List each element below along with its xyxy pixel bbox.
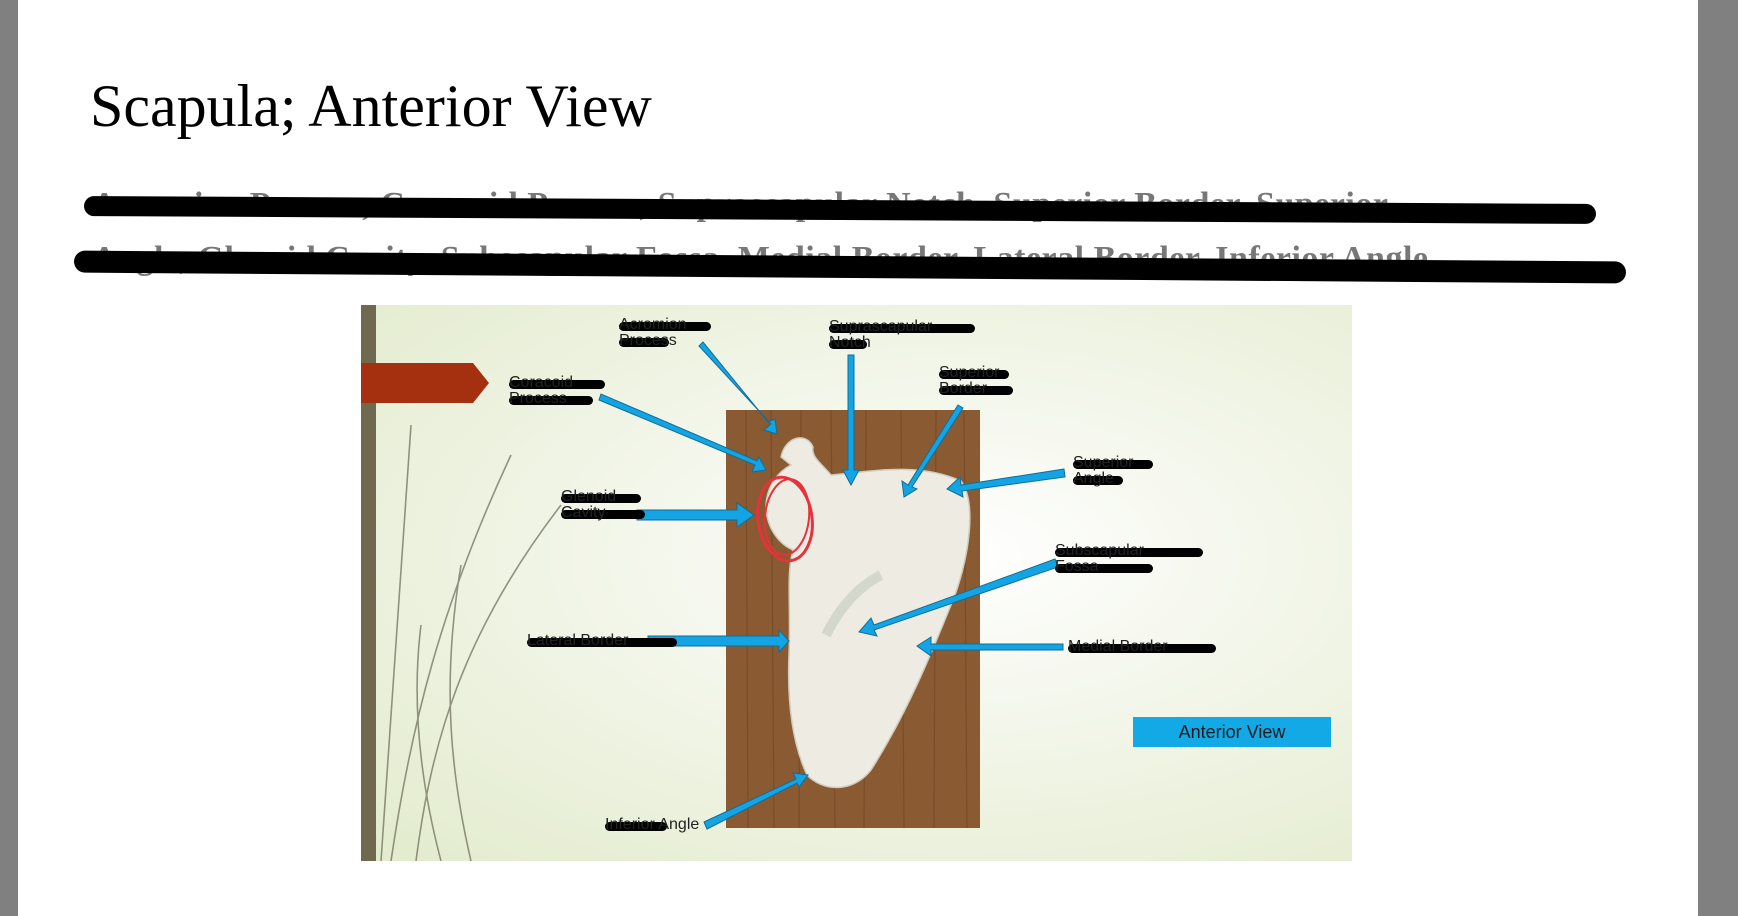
label-suprascapular-line-1: Suprascapular (829, 318, 933, 335)
label-glenoid-line-2: Cavity (561, 504, 606, 521)
bone-shading (821, 570, 884, 638)
arrow-medial-border (916, 636, 1064, 657)
redaction-mark (605, 822, 667, 831)
label-superior-border: Superior Border (939, 363, 1013, 397)
label-acromion-process: Acromion Process (619, 315, 711, 349)
label-glenoid-line-1: Glenoid (561, 488, 617, 505)
page-title: Scapula; Anterior View (90, 73, 652, 139)
label-medial-border-text: Medial Border (1068, 638, 1168, 655)
arrow-superior-angle (946, 468, 1066, 498)
label-acromion-line-2: Process (619, 332, 677, 349)
label-suprascapular-notch: Suprascapular Notch (829, 317, 975, 351)
redaction-mark (939, 386, 1013, 395)
redaction-mark (509, 380, 605, 389)
arrow-suprascapular-notch (842, 354, 860, 487)
scapula-bone (765, 437, 971, 789)
label-superior-border-line-2: Border (939, 380, 988, 397)
label-subscapular-fossa: Subscapular Fossa (1055, 541, 1203, 575)
redaction-mark (1068, 644, 1216, 653)
label-coracoid-process: Coracoid Process (509, 373, 605, 407)
redaction-mark (1073, 476, 1123, 485)
redaction-mark (829, 324, 975, 333)
label-superior-border-line-1: Superior (939, 364, 1000, 381)
label-inferior-angle-text: Inferior Angle (605, 816, 700, 833)
label-inferior-angle: Inferior Angle (605, 815, 700, 833)
arrow-subscapular (858, 558, 1059, 637)
redaction-mark (829, 340, 867, 349)
label-suprascapular-line-2: Notch (829, 334, 871, 351)
redaction-mark (509, 396, 593, 405)
label-subscapular-line-1: Subscapular (1055, 542, 1144, 559)
label-lateral-border-text: Lateral Border (527, 632, 629, 649)
accent-tab (361, 363, 489, 403)
arrow-coracoid (598, 393, 767, 473)
arrow-acromion (698, 341, 778, 435)
arrow-inferior-angle (703, 772, 809, 830)
label-superior-angle-line-1: Superior (1073, 454, 1134, 471)
redaction-mark (1055, 548, 1203, 557)
label-subscapular-line-2: Fossa (1055, 558, 1099, 575)
label-superior-angle-line-2: Angle (1073, 470, 1114, 487)
label-medial-border: Medial Border (1068, 637, 1216, 655)
redaction-mark (1055, 564, 1153, 573)
label-acromion-line-1: Acromion (619, 316, 687, 333)
arrow-glenoid (636, 502, 755, 528)
anterior-view-tag: Anterior View (1133, 717, 1331, 747)
redaction-mark (527, 638, 677, 647)
pointer-arrows (598, 341, 1066, 830)
glenoid-highlight-circle (756, 475, 814, 563)
scapula-slide: Acromion Process Suprascapular Notch Sup… (361, 305, 1352, 861)
label-superior-angle: Superior Angle (1073, 453, 1153, 487)
slide-artwork (361, 305, 1066, 861)
redaction-mark (619, 322, 711, 331)
label-lateral-border: Lateral Border (527, 631, 677, 649)
slide-sidebar (361, 305, 376, 861)
document-page: Scapula; Anterior View Acromion Process,… (18, 0, 1698, 916)
redaction-mark (561, 494, 641, 503)
label-glenoid-cavity: Glenoid Cavity (561, 487, 645, 521)
glenoid-highlight-circle (763, 478, 811, 556)
decorative-grass (380, 424, 562, 861)
label-coracoid-line-1: Coracoid (509, 374, 574, 391)
redaction-mark (939, 370, 1009, 379)
redaction-mark (619, 338, 669, 347)
redaction-mark (561, 510, 645, 519)
label-coracoid-line-2: Process (509, 390, 567, 407)
arrow-superior-border (901, 404, 964, 498)
redaction-mark (1073, 460, 1153, 469)
